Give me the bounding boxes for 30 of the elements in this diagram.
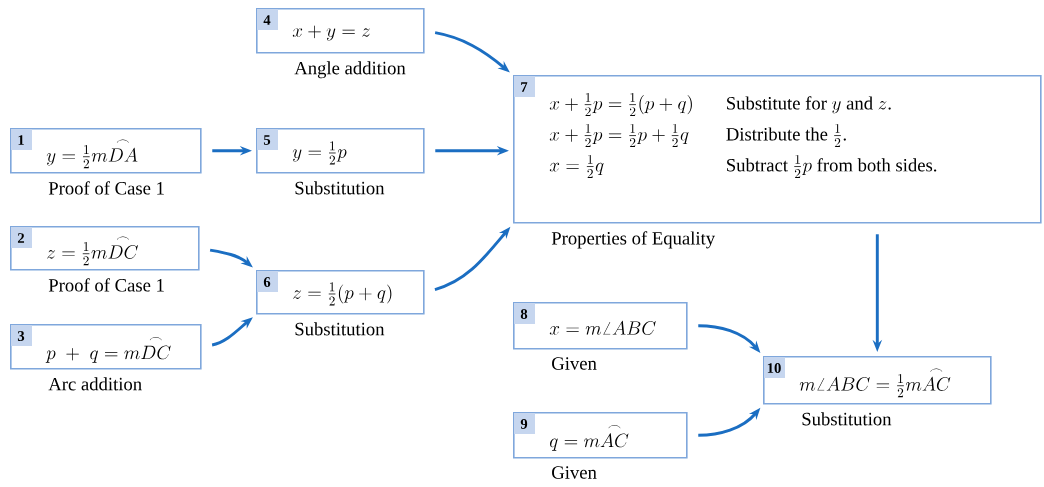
step-number: 9 — [514, 413, 535, 434]
step-number: 8 — [514, 303, 535, 324]
step-number: 10 — [764, 357, 785, 378]
reason-label: Proof of Case 1 — [48, 278, 164, 292]
reason-label: Substitution — [802, 412, 892, 426]
step-box: 4 $x + y = z$ — [256, 8, 425, 54]
step-box: 10 $m\angle ABC = \tfrac{1}{2}m\overset{\frown}{AC}$ — [763, 356, 992, 405]
step-box: 3 $p\;+\;q = m\overset{\frown}{DC}$ — [10, 324, 202, 370]
step-box: 8 $x = m\angle ABC$ — [513, 302, 688, 350]
step-box: 5 $y = \tfrac{1}{2}p$ — [256, 128, 425, 174]
step-box: 2 $z = \tfrac{1}{2}m\overset{\frown}{DC}$ — [10, 226, 200, 271]
reason-label: Angle addition — [294, 61, 406, 79]
step-box: 7 $x + \tfrac{1}{2}p = \tfrac{1}{2}(p + q)$ $\text{Substitute for } y \text{ and } z\text{.}$ $x + \tfrac{1}{2}p = \tfrac{1}{2}p + \tfrac{1}{2}q$ $\text{Distribute the } \tfrac{1}{2}\text{.}$ $x = \tfrac{1}{2}q$ $\text{Subtract } \tfrac{1}{2}p \text{ from both sides.}$ — [513, 75, 1042, 224]
step-number: 3 — [11, 325, 32, 346]
reason-label: Arc addition — [48, 377, 142, 391]
step-number: 4 — [257, 9, 278, 30]
reason-label: Given — [552, 466, 597, 479]
step-box: 6 $z = \tfrac{1}{2}(p + q)$ — [256, 270, 425, 315]
reason-label: Given — [552, 357, 597, 370]
step-box: 1 $y = \tfrac{1}{2}m\overset{\frown}{DA}$ — [10, 128, 202, 174]
reason-label: Substitution — [295, 181, 385, 195]
reason-label: Substitution — [295, 322, 385, 336]
step-number: 2 — [11, 227, 32, 248]
step-number: 7 — [514, 76, 535, 97]
step-number: 5 — [257, 129, 278, 150]
step-number: 1 — [11, 129, 32, 150]
reason-label: Proof of Case 1 — [48, 181, 164, 195]
reason-label: Properties of Equality — [551, 231, 716, 249]
step-number: 6 — [257, 271, 278, 292]
step-box: 9 $q = m\overset{\frown}{AC}$ — [513, 412, 688, 459]
